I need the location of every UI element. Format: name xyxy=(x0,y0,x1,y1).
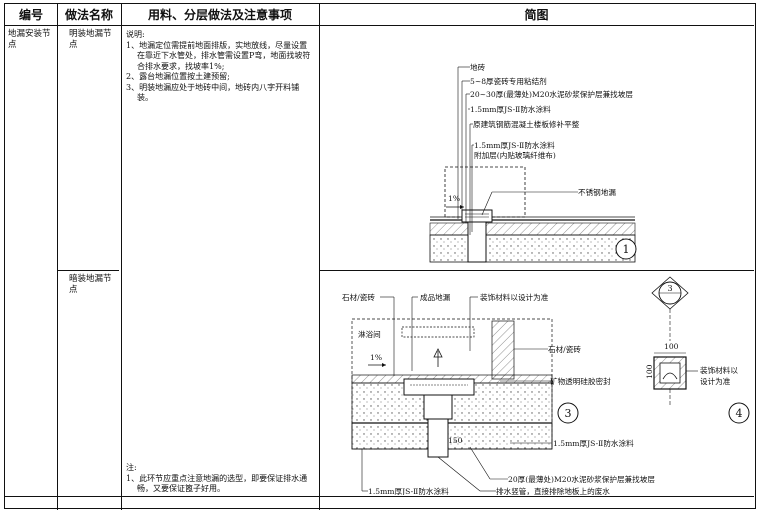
label-waterproof-2: 1.5mm厚JS-Ⅱ防水涂料 xyxy=(474,140,555,150)
label-stainless-drain: 不锈钢地漏 xyxy=(578,187,616,197)
item1-name: 明装地漏节点 xyxy=(69,29,112,50)
label-tile: 地砖 xyxy=(470,62,486,72)
dim-150: 150 xyxy=(448,436,463,445)
header-name: 做法名称 xyxy=(57,4,121,26)
label-waterproof: 1.5mm厚JS-Ⅱ防水涂料 xyxy=(553,438,634,448)
label-mortar: 20~30厚(最薄处)M20水泥砂浆保护层兼找坡层 xyxy=(470,89,633,99)
label-finish-material: 装饰材料以设计为准 xyxy=(480,292,549,302)
detail-number-1 xyxy=(615,238,637,260)
detail-sheet: 编号 做法名称 用料、分层做法及注意事项 简图 地漏安装节点 明装地漏节点 暗装… xyxy=(4,3,756,510)
label-finish-2: 设计为准 xyxy=(700,376,731,386)
detail-number-4-text: 4 xyxy=(736,407,743,420)
label-mortar: 20厚(最薄处)M20水泥砂浆保护层兼找坡层 xyxy=(508,474,655,484)
slope-text-1: 1% xyxy=(448,194,460,203)
detail-number-3 xyxy=(557,402,579,424)
grid-line xyxy=(57,4,58,510)
concrete-slab xyxy=(351,422,553,450)
grid-line xyxy=(5,496,754,497)
label-sealant: 矿物透明硅胶密封 xyxy=(550,376,611,386)
drain-grating-top xyxy=(401,326,475,338)
diagram-concealed-drain: 石材/瓷砖 成品地漏 装饰材料以设计为准 淋浴间 150 1% xyxy=(342,276,750,495)
footnote-title: 注: xyxy=(126,463,137,472)
label-waterproof-2: 1.5mm厚JS-Ⅱ防水涂料 xyxy=(368,486,449,495)
item2-name: 暗装地漏节点 xyxy=(69,274,112,295)
header-diagram: 简图 xyxy=(319,4,754,26)
mortar-layer xyxy=(429,222,636,236)
footnote-block: 注: 1、此环节应重点注意地漏的选型，即要保证排水通畅，又要保证篦子好用。 xyxy=(126,463,314,495)
grid-line xyxy=(121,4,122,510)
wall-section xyxy=(491,320,515,380)
dim-100-side: 100 xyxy=(645,364,654,379)
label-finish-1: 装饰材料以 xyxy=(700,365,738,375)
section-ref: 3 xyxy=(667,284,672,293)
label-waterproof: 1.5mm厚JS-Ⅱ防水涂料 xyxy=(470,104,551,114)
drain-pipe xyxy=(427,418,449,458)
label-stone-tile-2: 石材/瓷砖 xyxy=(548,344,581,354)
header-materials: 用料、分层做法及注意事项 xyxy=(121,4,319,26)
grid-line xyxy=(319,270,754,271)
leader-lines xyxy=(457,66,578,235)
grid-line xyxy=(57,270,119,271)
detail-number-1-text: 1 xyxy=(623,243,630,256)
label-stone-tile: 石材/瓷砖 xyxy=(342,292,375,302)
detail-number-3-text: 3 xyxy=(565,407,572,420)
detail-number-4 xyxy=(728,402,750,424)
notes-block: 说明: 1、地漏定位需提前地面排版，实地放线，尽量设置在靠近下水管处，排水管需设… xyxy=(126,30,314,104)
note-2: 2、露台地漏位置按土建预留; xyxy=(126,72,230,81)
grid-line xyxy=(319,4,320,510)
concrete-slab xyxy=(429,234,636,263)
dim-100-top: 100 xyxy=(664,342,679,351)
notes-title: 说明: xyxy=(126,30,145,39)
label-adhesive: 5~8厚瓷砖专用粘结剂 xyxy=(470,76,547,86)
drain-trap xyxy=(423,394,453,420)
label-additional-layer: 附加层(内贴玻璃纤维布) xyxy=(474,150,556,160)
footnote-1: 1、此环节应重点注意地漏的选型，即要保证排水通畅，又要保证篦子好用。 xyxy=(126,473,308,494)
arrow-up-icon xyxy=(433,348,443,358)
slope-text-3: 1% xyxy=(370,353,382,362)
label-finished-drain: 成品地漏 xyxy=(420,292,451,302)
drain-pipe xyxy=(467,221,487,263)
header-code: 编号 xyxy=(5,4,57,26)
drain-body xyxy=(461,209,493,223)
label-drain-pipe: 排水竖管，直接排除地板上的废水 xyxy=(496,486,610,495)
row-code: 地漏安装节点 xyxy=(8,29,51,50)
diagram-exposed-drain: 1% 地砖 5~8厚瓷砖专用粘结剂 20~30厚(最薄处)M20水泥砂浆保护层兼… xyxy=(429,62,637,263)
label-shower-room: 淋浴间 xyxy=(358,329,381,339)
note-1: 1、地漏定位需提前地面排版，实地放线，尽量设置在靠近下水管处，排水管需设置P弯，… xyxy=(126,40,311,71)
note-3: 3、明装地漏应处于地砖中间，地砖内八字开料铺装。 xyxy=(126,82,300,103)
drain-trough xyxy=(403,378,475,396)
label-slab: 原建筑钢筋混凝土楼板修补平整 xyxy=(473,119,580,129)
